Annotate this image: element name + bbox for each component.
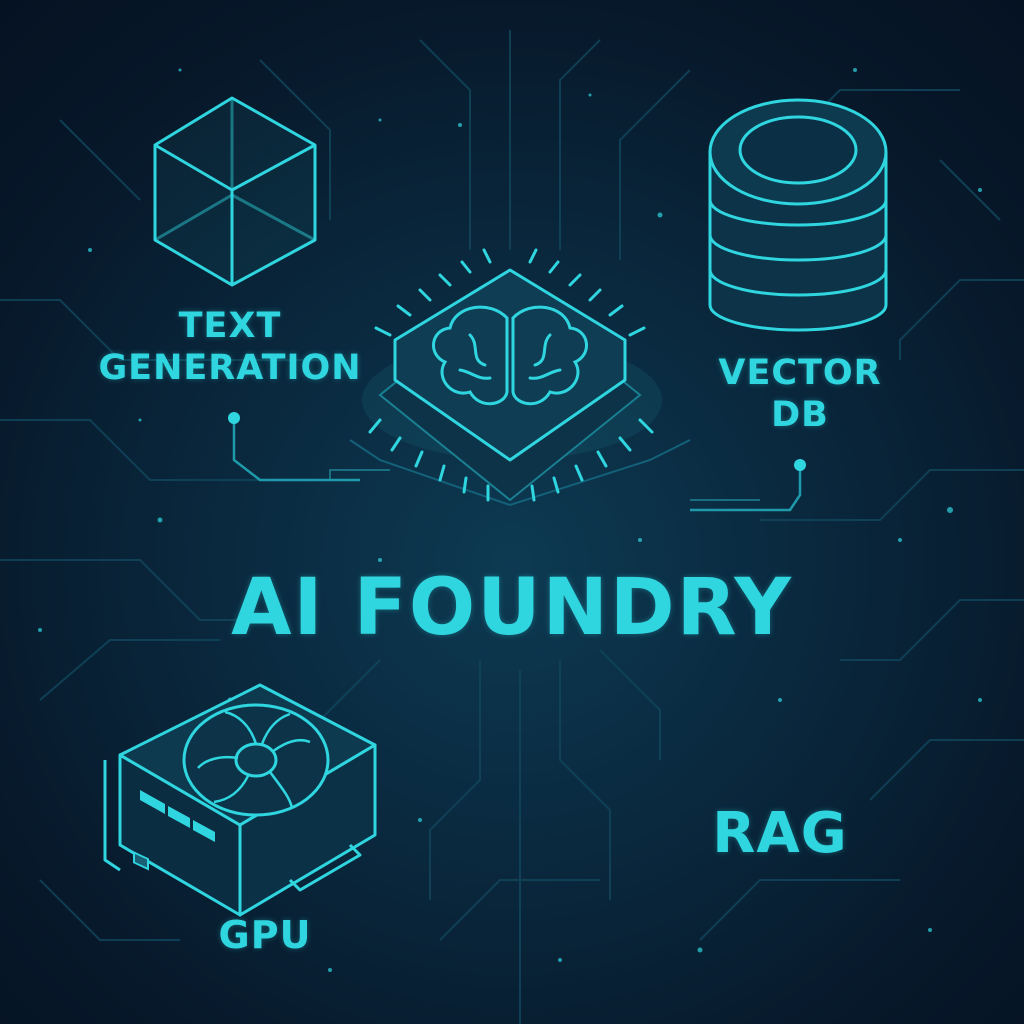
text-generation-connector bbox=[232, 418, 360, 482]
rag-label: RAG bbox=[712, 801, 848, 866]
vector-db-connector bbox=[690, 465, 802, 512]
text-generation-line1: TEXT bbox=[178, 306, 282, 346]
text-generation-label: TEXT GENERATION bbox=[95, 305, 365, 389]
page-title: AI FOUNDRY bbox=[231, 563, 793, 653]
vector-db-connector-dot bbox=[794, 459, 806, 471]
gpu-label: GPU bbox=[218, 913, 312, 957]
vector-db-label: VECTOR DB bbox=[705, 352, 895, 436]
vector-db-line2: DB bbox=[771, 395, 829, 435]
text-generation-line2: GENERATION bbox=[98, 348, 362, 388]
text-generation-connector-dot bbox=[228, 412, 240, 424]
vector-db-line1: VECTOR bbox=[718, 353, 882, 393]
